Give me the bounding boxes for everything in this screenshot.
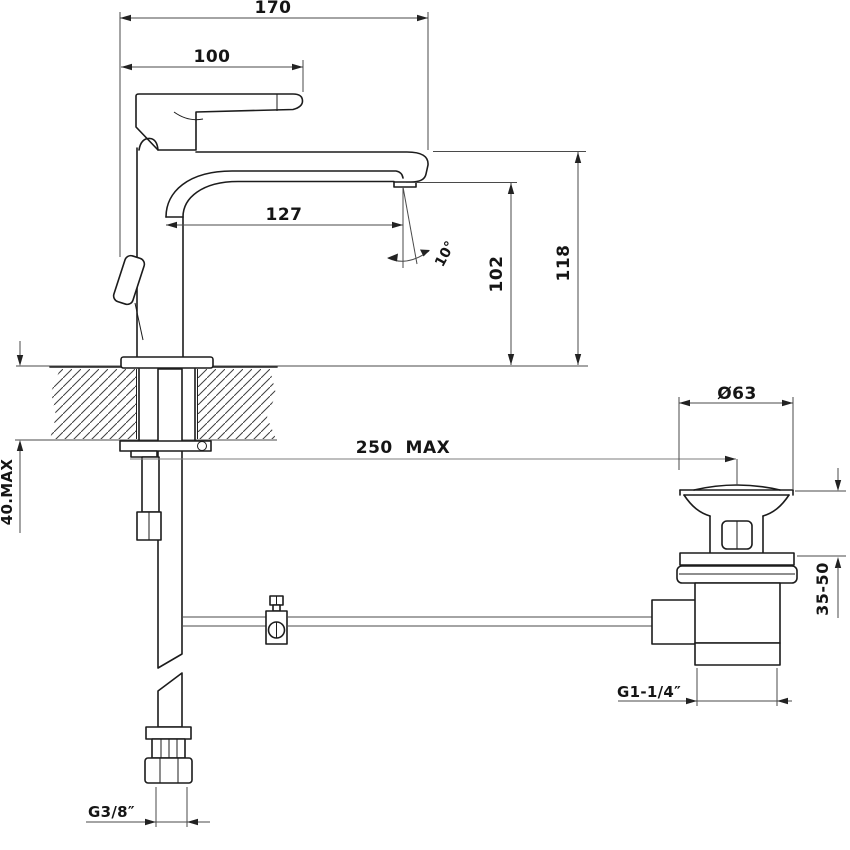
base-plate — [120, 356, 214, 369]
waste-thread — [694, 642, 781, 666]
dim-waste-diameter-label: Ø63 — [717, 384, 757, 404]
hose-connection-nut — [144, 757, 193, 784]
spout-under-curve-inner — [182, 180, 395, 218]
spout — [195, 151, 429, 183]
waste-flange — [679, 552, 795, 566]
dim-outlet-height-label: 102 — [487, 256, 507, 293]
waste-assembly — [651, 484, 798, 666]
dim-deck-thickness-label: 40.MAX — [0, 459, 16, 526]
hose-ferrule — [145, 726, 192, 740]
spout-under-curve-outer — [165, 170, 404, 218]
countertop-section — [15, 365, 588, 441]
fixing-screw — [197, 441, 207, 451]
spout-aerator — [393, 181, 417, 188]
dim-waste-thread-label: G1-1/4″ — [617, 683, 681, 701]
dim-lever-length-label: 100 — [194, 47, 231, 67]
pop-up-rod-tube — [141, 456, 160, 513]
supply-hose — [144, 368, 193, 784]
dim-basin-thickness-label: 35-50 — [813, 562, 832, 616]
faucet-lever — [135, 93, 304, 151]
waste-trumpet-right — [762, 494, 790, 517]
faucet-body — [112, 93, 429, 369]
lever-boss — [138, 137, 159, 151]
waste-trumpet-left — [683, 494, 711, 517]
pop-up-control-lever — [112, 254, 146, 306]
dim-hose-reach-label: 250 MAX — [356, 438, 451, 458]
waste-side-port — [651, 599, 699, 645]
dim-spout-height-label: 118 — [554, 245, 574, 282]
dim-total-depth-label: 170 — [255, 0, 292, 18]
dim-spout-reach-label: 127 — [266, 205, 303, 225]
dim-spout-angle-label: 10° — [432, 239, 459, 270]
mounting-washer — [119, 440, 212, 452]
pop-up-linkage — [183, 595, 655, 645]
dim-supply-thread-label: G3/8″ — [88, 803, 135, 821]
mounting-hardware — [119, 368, 212, 541]
waste-body — [694, 582, 781, 644]
dimension-annotations: 170 100 127 10° 102 118 2 — [0, 0, 846, 827]
